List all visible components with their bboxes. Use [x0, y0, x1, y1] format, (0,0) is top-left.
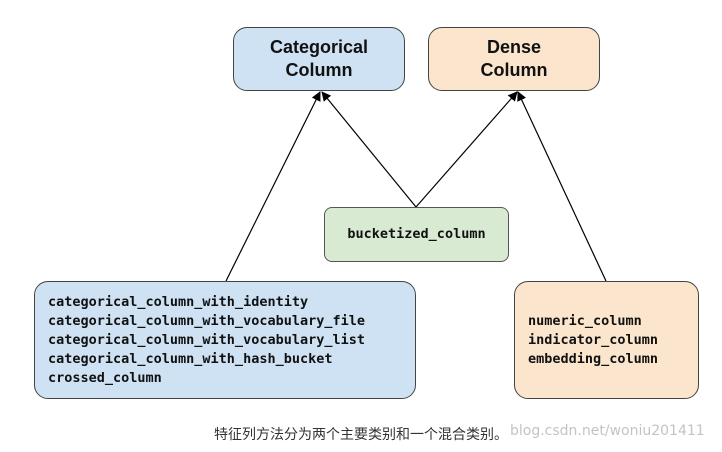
watermark-text: blog.csdn.net/woniu201411 — [510, 423, 705, 439]
dense-functions-node: numeric_column indicator_column embeddin… — [514, 281, 699, 399]
arrow-bucketized-to-categorical — [321, 91, 417, 208]
categorical-function-item: categorical_column_with_vocabulary_file — [48, 312, 365, 329]
arrow-bucketized-to-dense — [415, 91, 518, 208]
categorical-function-item: categorical_column_with_vocabulary_list — [48, 331, 365, 348]
dense-function-item: embedding_column — [528, 350, 659, 367]
categorical-functions-node: categorical_column_with_identity categor… — [34, 281, 416, 399]
dense-column-title-line1: Dense — [486, 37, 542, 57]
dense-column-node: Dense Column — [428, 27, 600, 91]
categorical-column-title-line2: Column — [285, 60, 353, 80]
bucketized-column-label: bucketized_column — [347, 226, 486, 242]
categorical-function-item: categorical_column_with_hash_bucket — [48, 350, 333, 367]
arrow-dense-list-to-dense — [517, 91, 607, 282]
categorical-column-title-line1: Categorical — [269, 37, 369, 57]
categorical-function-item: crossed_column — [48, 369, 162, 386]
dense-function-item: indicator_column — [528, 331, 659, 348]
dense-column-title-line2: Column — [480, 60, 548, 80]
dense-function-item: numeric_column — [528, 312, 642, 329]
categorical-function-item: categorical_column_with_identity — [48, 293, 309, 310]
categorical-column-node: Categorical Column — [233, 27, 405, 91]
arrow-categorical-list-to-categorical — [225, 91, 321, 282]
figure-caption: 特征列方法分为两个主要类别和一个混合类别。 — [214, 427, 508, 443]
bucketized-column-node: bucketized_column — [324, 207, 509, 262]
